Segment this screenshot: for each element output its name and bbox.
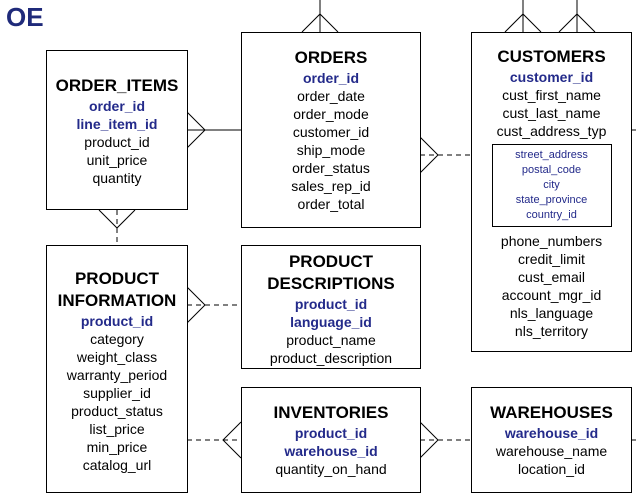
entity-product-descriptions[interactable]: PRODUCT DESCRIPTIONS product_id language…: [241, 245, 421, 369]
attribute-field: order_total: [297, 196, 365, 212]
entity-title-line: DESCRIPTIONS: [267, 274, 395, 293]
attribute-field: product_description: [269, 350, 393, 366]
entity-title: WAREHOUSES: [490, 403, 613, 422]
address-field: state_province: [515, 194, 588, 206]
rel-orders-top: [301, 0, 339, 33]
entity-title-line: PRODUCT: [288, 252, 374, 271]
address-field: street_address: [515, 149, 588, 161]
entity-orders[interactable]: ORDERS order_id order_date order_mode cu…: [241, 32, 421, 228]
attribute-field: product_id: [84, 134, 150, 150]
attribute-field: category: [90, 331, 144, 347]
entity-inventories[interactable]: INVENTORIES product_id warehouse_id quan…: [241, 387, 421, 493]
address-field: country_id: [526, 209, 577, 221]
attribute-field: quantity_on_hand: [275, 461, 387, 477]
attribute-field: unit_price: [86, 152, 148, 168]
attribute-field: order_status: [292, 160, 370, 176]
attribute-field: product_status: [71, 403, 163, 419]
rel-product-information-product-descriptions: [186, 286, 241, 324]
address-field: city: [543, 179, 560, 191]
attribute-field: warranty_period: [66, 367, 168, 383]
entity-product-information[interactable]: PRODUCT INFORMATION product_id category …: [46, 245, 188, 493]
primary-key-field: order_id: [88, 98, 145, 114]
rel-inventories-warehouses: [419, 421, 471, 459]
address-field: postal_code: [521, 164, 582, 176]
primary-key-field: warehouse_id: [504, 425, 599, 441]
attribute-field: sales_rep_id: [291, 178, 371, 194]
entity-title: ORDER_ITEMS: [55, 76, 179, 95]
entity-customers[interactable]: CUSTOMERS customer_id cust_first_name cu…: [471, 32, 632, 352]
attribute-field: ship_mode: [296, 142, 366, 158]
attribute-field: order_date: [297, 88, 365, 104]
rel-orders-customers: [419, 136, 471, 174]
entity-title: INVENTORIES: [273, 403, 389, 422]
primary-key-field: product_id: [294, 425, 368, 441]
attribute-field: catalog_url: [82, 457, 152, 473]
attribute-field: nls_language: [509, 305, 594, 321]
attribute-field: list_price: [89, 421, 145, 437]
address-type-box: street_address postal_code city state_pr…: [491, 144, 612, 227]
attribute-field: weight_class: [76, 349, 158, 365]
attribute-field: product_name: [286, 332, 376, 348]
primary-key-field: line_item_id: [76, 116, 158, 132]
entity-warehouses[interactable]: WAREHOUSES warehouse_id warehouse_name l…: [471, 387, 632, 493]
entity-title-line: PRODUCT: [74, 269, 160, 288]
primary-key-field: customer_id: [509, 69, 594, 85]
entity-title: CUSTOMERS: [497, 47, 606, 66]
attribute-field: nls_territory: [514, 323, 589, 339]
primary-key-field: warehouse_id: [284, 443, 378, 459]
attribute-field: location_id: [518, 461, 585, 477]
primary-key-field: product_id: [80, 313, 154, 329]
entity-order-items[interactable]: ORDER_ITEMS order_id line_item_id produc…: [46, 50, 188, 210]
attribute-field: phone_numbers: [500, 233, 603, 249]
attribute-field: customer_id: [292, 124, 370, 140]
entity-title-line: INFORMATION: [57, 291, 177, 310]
rel-product-information-inventories: [187, 421, 242, 459]
attribute-field: quantity: [92, 170, 142, 186]
rel-order-items-product-information: [98, 209, 136, 245]
attribute-field: account_mgr_id: [501, 287, 602, 303]
attribute-field: supplier_id: [83, 385, 151, 401]
attribute-field: cust_address_typ: [496, 123, 607, 139]
attribute-field: order_mode: [293, 106, 369, 122]
rel-customers-top-right: [558, 0, 596, 33]
rel-order-items-orders: [186, 111, 241, 149]
primary-key-field: language_id: [290, 314, 372, 330]
attribute-field: warehouse_name: [495, 443, 608, 459]
attribute-field: cust_last_name: [502, 105, 601, 121]
attribute-field: min_price: [86, 439, 148, 455]
attribute-field: cust_email: [518, 269, 585, 285]
primary-key-field: order_id: [302, 70, 359, 86]
schema-title: OE: [6, 2, 44, 32]
attribute-field: credit_limit: [518, 251, 585, 267]
attribute-field: cust_first_name: [502, 87, 601, 103]
entity-title: ORDERS: [294, 48, 368, 67]
primary-key-field: product_id: [294, 296, 368, 312]
rel-customers-top-left: [504, 0, 542, 33]
